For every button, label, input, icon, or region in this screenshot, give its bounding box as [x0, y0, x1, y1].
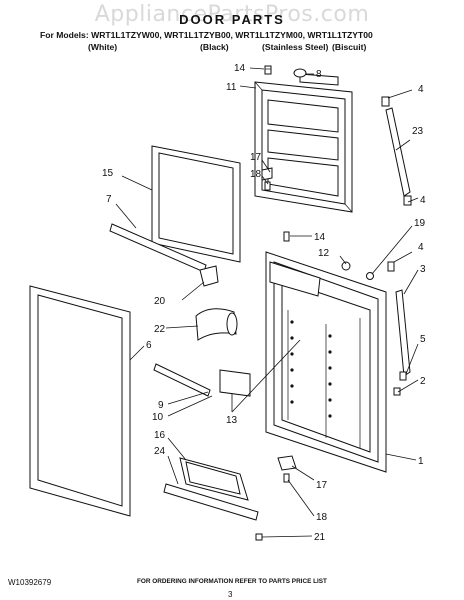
callout-5: 5 — [420, 334, 426, 345]
fresh-food-door-part — [265, 251, 387, 473]
panel-13 — [219, 369, 251, 397]
callouts: 14 8 11 4 23 17 18 15 7 4 19 14 12 4 3 2… — [102, 63, 426, 543]
callout-16: 16 — [154, 430, 166, 441]
strip-24 — [163, 483, 259, 521]
callout-18-top: 18 — [250, 169, 262, 180]
hinge-17-18-bottom — [277, 455, 297, 483]
callout-23: 23 — [412, 126, 424, 137]
leader-lines — [115, 67, 419, 538]
callout-4-a: 4 — [418, 84, 424, 95]
callout-8: 8 — [316, 69, 322, 80]
cap-12 — [341, 261, 351, 271]
page-title: DOOR PARTS — [179, 12, 285, 27]
door-bin-16 — [179, 457, 249, 501]
callout-3: 3 — [420, 264, 426, 275]
freezer-door-part — [254, 73, 353, 213]
callout-1: 1 — [418, 456, 424, 467]
callout-13: 13 — [226, 415, 238, 426]
watermark: AppliancePartsPros.com — [94, 2, 370, 27]
callout-2: 2 — [420, 376, 426, 387]
callout-11: 11 — [226, 82, 237, 93]
callout-7: 7 — [106, 194, 112, 205]
bracket-20 — [199, 265, 219, 287]
freezer-gasket-part — [151, 145, 241, 263]
cap-8 — [293, 68, 307, 78]
dairy-door-22 — [195, 308, 238, 341]
models-line: For Models: WRT1L1TZYW00, WRT1L1TZYB00, … — [40, 30, 373, 40]
screw-14-top — [264, 65, 272, 75]
callout-22: 22 — [154, 324, 166, 335]
fresh-food-gasket-part — [29, 285, 131, 517]
callout-17-bottom: 17 — [316, 480, 328, 491]
callout-18-bottom: 18 — [316, 512, 328, 523]
callout-24: 24 — [154, 446, 166, 457]
color-stainless: (Stainless Steel) — [262, 42, 329, 52]
plug-19 — [366, 272, 374, 280]
door-dots — [290, 320, 332, 418]
callout-14-top: 14 — [234, 63, 246, 74]
callout-4-b: 4 — [420, 195, 426, 206]
callout-10: 10 — [152, 412, 164, 423]
callout-6: 6 — [146, 340, 152, 351]
callout-4-c: 4 — [418, 242, 424, 253]
callout-21: 21 — [314, 532, 326, 543]
callout-9: 9 — [158, 400, 164, 411]
hinge-bar-23 — [381, 96, 412, 206]
rod-9-10 — [153, 363, 211, 397]
doc-number: W10392679 — [8, 578, 52, 587]
handle-3 — [387, 261, 411, 396]
ordering-footer: FOR ORDERING INFORMATION REFER TO PARTS … — [137, 578, 327, 585]
callout-14-mid: 14 — [314, 232, 326, 243]
callout-19: 19 — [414, 218, 426, 229]
color-black: (Black) — [200, 42, 229, 52]
screw-14-mid — [283, 231, 290, 242]
callout-20: 20 — [154, 296, 166, 307]
page-number: 3 — [228, 590, 233, 599]
callout-17-top: 17 — [250, 152, 262, 163]
screw-21 — [255, 533, 263, 541]
callout-12: 12 — [318, 248, 330, 259]
color-white: (White) — [88, 42, 118, 52]
color-biscuit: (Biscuit) — [332, 42, 367, 52]
callout-15: 15 — [102, 168, 114, 179]
